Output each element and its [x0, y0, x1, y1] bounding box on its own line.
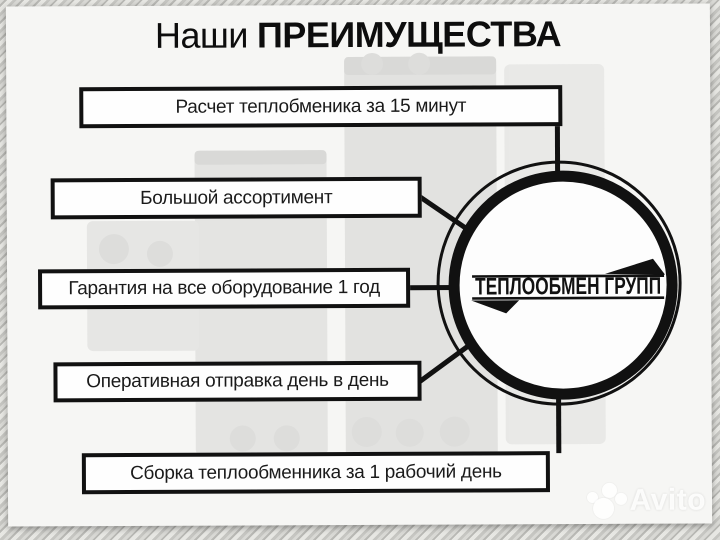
advantage-box-assortment: Большой ассортимент [50, 176, 422, 220]
advantage-label: Гарантия на все оборудование 1 год [68, 276, 380, 300]
logo-ring [448, 170, 678, 400]
logo-arrow-left-icon [471, 300, 520, 314]
advantage-label: Сборка теплообменника за 1 рабочий день [130, 460, 502, 484]
diagram-graphics: ТЕПЛООБМЕН ГРУПП [408, 124, 682, 454]
logo-company-name: ТЕПЛООБМЕН ГРУПП [475, 273, 661, 301]
advantage-box-warranty: Гарантия на все оборудование 1 год [38, 267, 411, 310]
logo-bottom-rule [472, 296, 665, 300]
logo-top-rule [472, 274, 665, 278]
logo-arrow-right-icon [605, 258, 666, 275]
advantage-label: Большой ассортимент [140, 186, 333, 209]
advantage-box-assembly: Сборка теплообменника за 1 рабочий день [81, 451, 550, 495]
advantage-label: Оперативная отправка день в день [86, 369, 389, 393]
advantage-box-shipping: Оперативная отправка день в день [53, 360, 422, 403]
logo-outer-ring [436, 160, 682, 406]
advantage-box-calculation: Расчет теплобменика за 15 минут [79, 85, 563, 129]
advantage-label: Расчет теплобменика за 15 минут [175, 95, 467, 118]
